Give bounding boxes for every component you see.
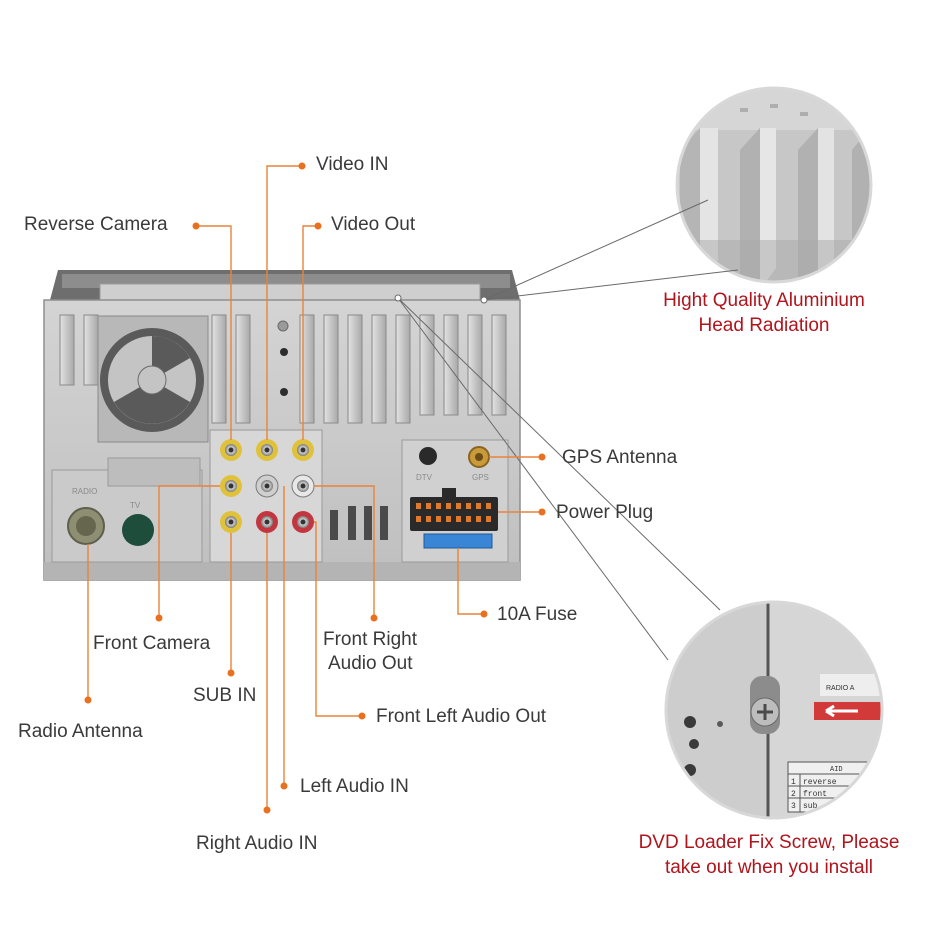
loader-fix-screw (750, 676, 780, 734)
rca-front-left-audio-out (292, 511, 314, 533)
rca-reverse-camera (220, 439, 242, 461)
rca-jacks (220, 439, 315, 533)
cooling-fan (97, 315, 209, 443)
rca-center (255, 474, 279, 498)
label-radio-antenna: Radio Antenna (18, 721, 143, 742)
label-left-audio-in: Left Audio IN (300, 776, 409, 797)
inset-table-num-3: 3 (791, 802, 796, 811)
rca-front-right-audio-out (291, 474, 315, 498)
leader-lines (84, 162, 546, 814)
heatsink-fins (59, 314, 507, 424)
label-front-right-audio-out-line2: Audio Out (328, 653, 413, 674)
label-right-audio-in: Right Audio IN (196, 833, 317, 854)
inset-table-row-2: front (803, 790, 827, 799)
labels: Video IN Reverse Camera Video Out GPS An… (18, 154, 899, 878)
fuse (423, 533, 493, 549)
inset-table-num-2: 2 (791, 790, 796, 799)
heatsink-zoom-inset (480, 86, 873, 304)
callout-screw-line2: take out when you install (665, 857, 873, 878)
power-plug-port (410, 488, 498, 531)
tv-port-text: TV (130, 501, 141, 510)
label-sub-in: SUB IN (193, 685, 256, 706)
label-front-camera: Front Camera (93, 633, 211, 654)
inset-table-row-3: sub (803, 802, 818, 811)
label-video-out: Video Out (331, 214, 416, 235)
inset-table-row-1: reverse (803, 778, 837, 787)
inset-radio-label: RADIO A (826, 685, 855, 692)
dtv-text: DTV (416, 473, 433, 482)
head-unit-rear: RADIO TV (43, 270, 521, 581)
rca-video-in (256, 439, 278, 461)
rca-front-camera (220, 475, 242, 497)
gps-text: GPS (472, 473, 489, 482)
label-power-plug: Power Plug (556, 502, 653, 523)
label-front-left-audio-out: Front Left Audio Out (376, 706, 547, 727)
label-gps-antenna: GPS Antenna (562, 447, 678, 468)
label-reverse-camera: Reverse Camera (24, 214, 168, 235)
callout-heatsink-line2: Head Radiation (699, 315, 830, 336)
label-fuse: 10A Fuse (497, 604, 577, 625)
radio-antenna-port: RADIO (67, 487, 105, 545)
radio-port-text: RADIO (72, 487, 97, 496)
rca-video-out (292, 439, 314, 461)
label-front-right-audio-out-line1: Front Right (323, 629, 418, 650)
tv-port: TV (122, 501, 154, 546)
label-video-in: Video IN (316, 154, 389, 175)
callout-heatsink-line1: Hight Quality Aluminium (663, 290, 865, 311)
callout-screw-line1: DVD Loader Fix Screw, Please (639, 832, 900, 853)
rca-sub-in (220, 511, 242, 533)
inset-table-header: AID (830, 766, 843, 774)
rca-right-audio-in (256, 511, 278, 533)
inset-table-num-1: 1 (791, 778, 796, 787)
gps-antenna-port: GPS (468, 446, 490, 482)
dtv-port (419, 447, 437, 465)
